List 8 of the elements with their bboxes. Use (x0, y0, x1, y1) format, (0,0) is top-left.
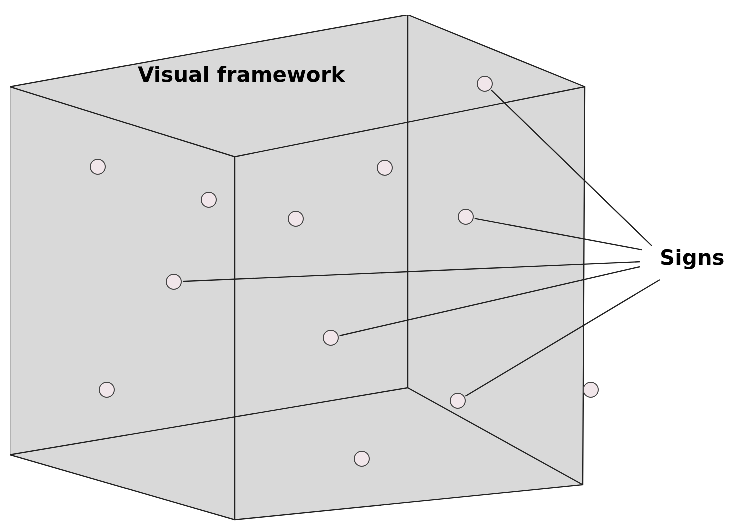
leader-line (340, 266, 640, 337)
leader-line (465, 279, 660, 397)
framework-title: Visual framework (138, 63, 346, 87)
leader-line (491, 90, 652, 246)
leader-line (474, 218, 642, 251)
signs-label: Signs (660, 246, 725, 270)
leader-line (182, 261, 640, 282)
sign-circle (583, 382, 599, 398)
